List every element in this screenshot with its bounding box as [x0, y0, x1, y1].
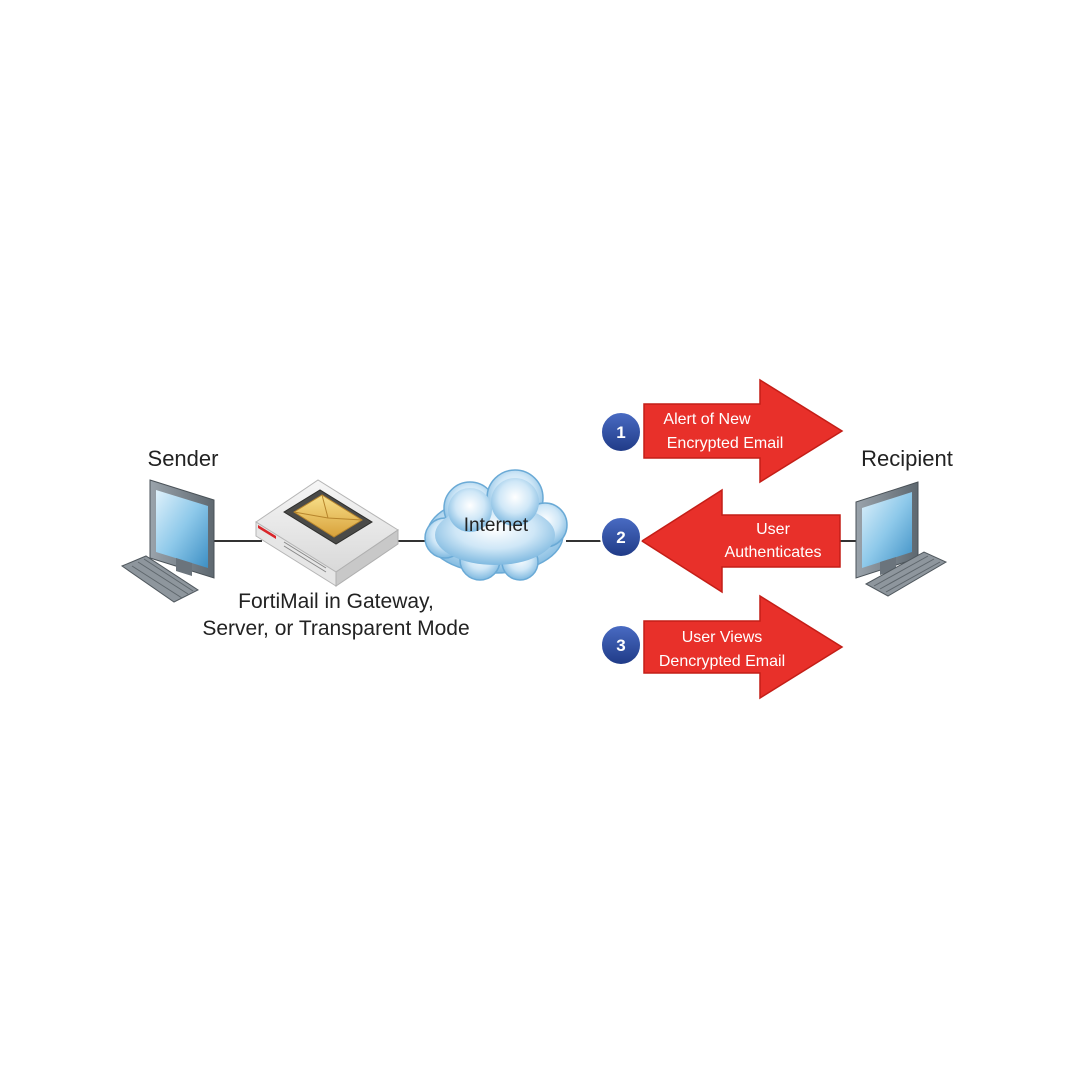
step-1: Alert of New Encrypted Email 1 [600, 378, 844, 484]
fortimail-caption-line2: Server, or Transparent Mode [202, 617, 469, 640]
recipient-label: Recipient [861, 446, 953, 471]
step-1-text-line1: Alert of New [663, 411, 751, 428]
step-1-badge [600, 411, 642, 453]
internet-label: Internet [464, 515, 529, 536]
step-2-number: 2 [616, 528, 625, 547]
fortimail-caption-line1: FortiMail in Gateway, [238, 590, 434, 613]
recipient-computer-icon [855, 481, 948, 597]
step-2-text-line1: User [756, 521, 790, 538]
step-1-text-line2: Encrypted Email [667, 435, 784, 452]
step-1-arrow [643, 378, 844, 484]
sender-label: Sender [148, 446, 219, 471]
step-3: User Views Dencrypted Email 3 [600, 594, 844, 700]
step-2-text-line2: Authenticates [725, 544, 822, 561]
step-2: User Authenticates 2 [600, 488, 841, 594]
step-3-arrow [643, 594, 844, 700]
step-2-arrow [640, 488, 841, 594]
step-3-number: 3 [616, 636, 625, 655]
sender-computer-icon [120, 479, 215, 603]
step-2-badge [600, 516, 642, 558]
internet-cloud-icon [424, 469, 568, 581]
step-3-text-line1: User Views [682, 629, 763, 646]
fortimail-appliance-icon [255, 479, 399, 587]
step-1-number: 1 [616, 423, 625, 442]
step-3-badge [600, 624, 642, 666]
step-3-text-line2: Dencrypted Email [659, 653, 785, 670]
